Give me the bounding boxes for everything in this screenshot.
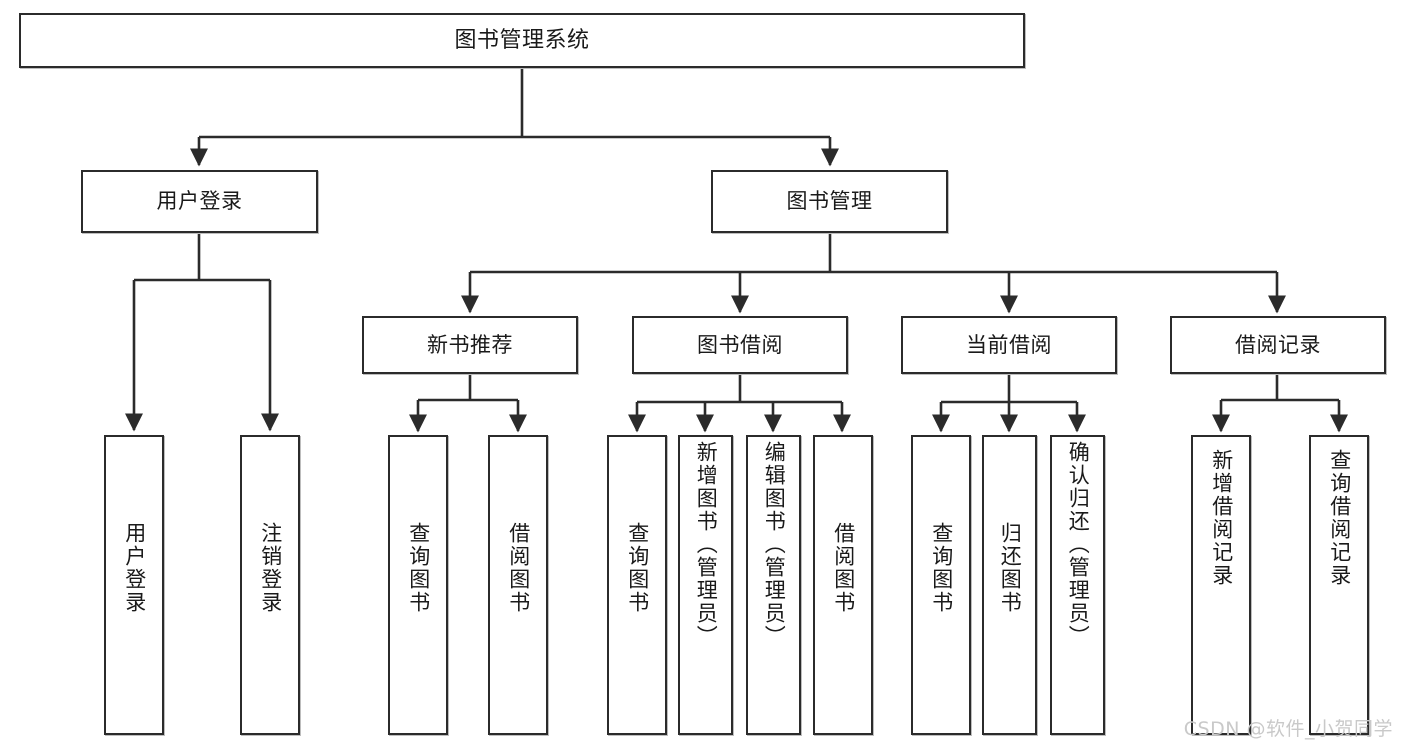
node-leaf-borrow-book-1[interactable]: 借阅图书 bbox=[488, 435, 548, 735]
node-leaf-return-book[interactable]: 归还图书 bbox=[982, 435, 1037, 735]
node-label: 编辑图书（管理员） bbox=[762, 441, 787, 648]
node-label: 查询图书 bbox=[929, 522, 954, 614]
node-label: 新增图书（管理员） bbox=[694, 441, 719, 648]
node-leaf-query-record[interactable]: 查询借阅记录 bbox=[1309, 435, 1369, 735]
node-leaf-add-record[interactable]: 新增借阅记录 bbox=[1191, 435, 1251, 735]
node-label: 借阅图书 bbox=[831, 522, 856, 614]
node-label: 新增借阅记录 bbox=[1209, 449, 1234, 587]
node-label: 用户登录 bbox=[156, 189, 243, 214]
node-label: 借阅图书 bbox=[506, 522, 531, 614]
node-current-borrow[interactable]: 当前借阅 bbox=[901, 316, 1117, 374]
node-leaf-query-book-3[interactable]: 查询图书 bbox=[911, 435, 971, 735]
node-book-manage[interactable]: 图书管理 bbox=[711, 170, 948, 233]
node-label: 用户登录 bbox=[122, 522, 147, 614]
node-label: 图书管理 bbox=[786, 189, 873, 214]
node-leaf-confirm-return[interactable]: 确认归还（管理员） bbox=[1050, 435, 1105, 735]
node-label: 注销登录 bbox=[258, 522, 283, 614]
node-label: 确认归还（管理员） bbox=[1066, 441, 1091, 648]
node-leaf-add-book[interactable]: 新增图书（管理员） bbox=[678, 435, 733, 735]
node-label: 查询借阅记录 bbox=[1327, 449, 1352, 587]
node-leaf-query-book-1[interactable]: 查询图书 bbox=[388, 435, 448, 735]
node-user-login[interactable]: 用户登录 bbox=[81, 170, 318, 233]
node-label: 查询图书 bbox=[625, 522, 650, 614]
node-label: 借阅记录 bbox=[1235, 332, 1321, 357]
node-leaf-user-login[interactable]: 用户登录 bbox=[104, 435, 164, 735]
node-label: 查询图书 bbox=[406, 522, 431, 614]
node-label: 新书推荐 bbox=[427, 332, 513, 357]
node-root-book-management-system[interactable]: 图书管理系统 bbox=[19, 13, 1025, 68]
node-new-book-recommend[interactable]: 新书推荐 bbox=[362, 316, 578, 374]
node-borrow-record[interactable]: 借阅记录 bbox=[1170, 316, 1386, 374]
node-label: 图书管理系统 bbox=[454, 27, 590, 53]
node-leaf-borrow-book-2[interactable]: 借阅图书 bbox=[813, 435, 873, 735]
node-label: 图书借阅 bbox=[697, 332, 783, 357]
node-leaf-query-book-2[interactable]: 查询图书 bbox=[607, 435, 667, 735]
node-label: 当前借阅 bbox=[966, 332, 1052, 357]
node-book-borrow[interactable]: 图书借阅 bbox=[632, 316, 848, 374]
node-leaf-edit-book[interactable]: 编辑图书（管理员） bbox=[746, 435, 801, 735]
node-label: 归还图书 bbox=[998, 522, 1023, 614]
node-leaf-user-logout[interactable]: 注销登录 bbox=[240, 435, 300, 735]
